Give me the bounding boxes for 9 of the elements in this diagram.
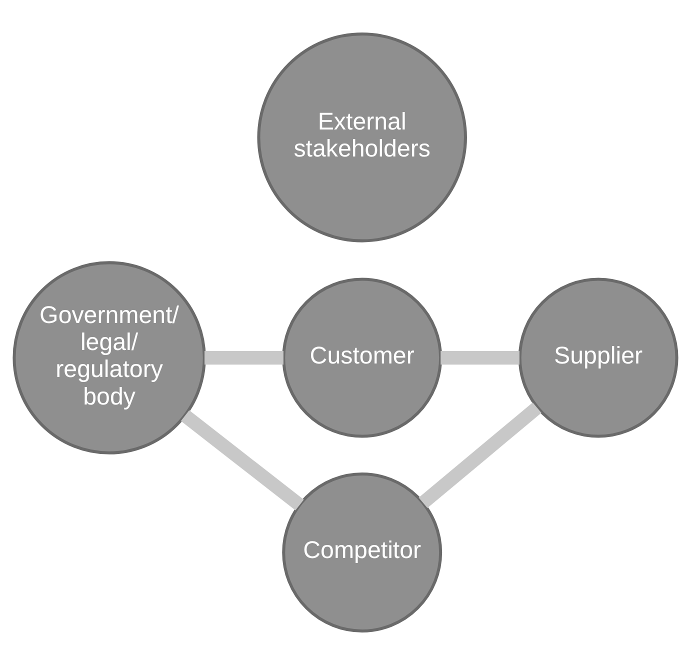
node-circle: Customer	[282, 277, 442, 438]
connector	[204, 350, 284, 364]
node-circle: External stakeholders	[257, 32, 467, 242]
connector	[440, 350, 520, 364]
node-circle: Government/ legal/ regulatory body	[12, 260, 206, 454]
connector	[180, 410, 304, 510]
connector	[418, 402, 542, 508]
node-circle: Competitor	[282, 472, 442, 632]
node-circle: Supplier	[518, 277, 678, 438]
